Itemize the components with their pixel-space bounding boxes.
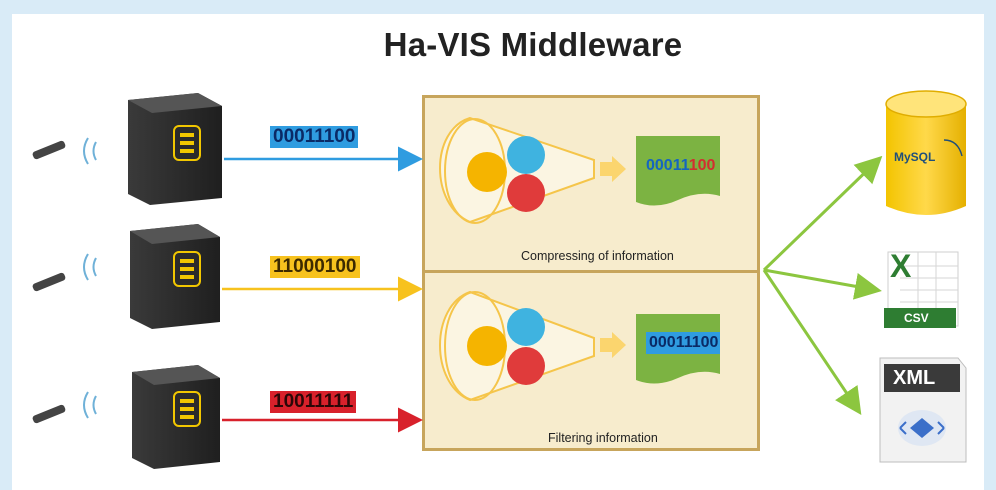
- filtering-caption: Filtering information: [548, 431, 658, 445]
- mysql-label: MySQL: [894, 150, 936, 164]
- diagram-title: Ha-VIS Middleware: [383, 26, 683, 63]
- compressed-bits-part-b: 100: [688, 157, 716, 174]
- rfid-reader-3: [32, 365, 220, 469]
- wireless-wave-icon: [83, 253, 89, 281]
- process-arrow-icon: [600, 332, 626, 358]
- binary-stream-1: 00011100: [270, 126, 359, 148]
- csv-badge-label: CSV: [904, 311, 929, 325]
- output-arrow-xml: [762, 269, 862, 415]
- output-arrow-database: [762, 155, 883, 272]
- rfid-tag-icon: [32, 140, 66, 160]
- binary-stream-2: 11000100: [270, 256, 360, 278]
- spreadsheet-x-letter: X: [890, 248, 912, 284]
- rfid-tag-icon: [32, 404, 66, 424]
- output-arrow-csv: [763, 268, 882, 300]
- rfid-reader-2: [32, 224, 220, 329]
- xml-file-icon: [879, 357, 967, 463]
- filter-funnel-icon: [439, 290, 626, 402]
- compressed-output-bits: 00011100: [646, 157, 715, 175]
- wireless-wave-icon: [83, 137, 89, 165]
- rfid-reader-1: [32, 93, 222, 205]
- csv-file-icon: [884, 251, 959, 328]
- filtered-output-bits: 00011100: [649, 334, 719, 351]
- compressed-document-icon: [636, 136, 720, 206]
- rfid-tag-icon: [32, 272, 66, 292]
- compress-funnel-icon: [439, 116, 626, 224]
- compressed-bits-part-a: 00011: [646, 157, 689, 174]
- binary-stream-3: 10011111: [270, 391, 357, 413]
- compressing-caption: Compressing of information: [521, 249, 674, 263]
- mysql-database-icon: [885, 90, 967, 215]
- process-arrow-icon: [600, 156, 626, 182]
- wireless-wave-icon: [83, 391, 89, 419]
- xml-badge-label: XML: [893, 367, 936, 389]
